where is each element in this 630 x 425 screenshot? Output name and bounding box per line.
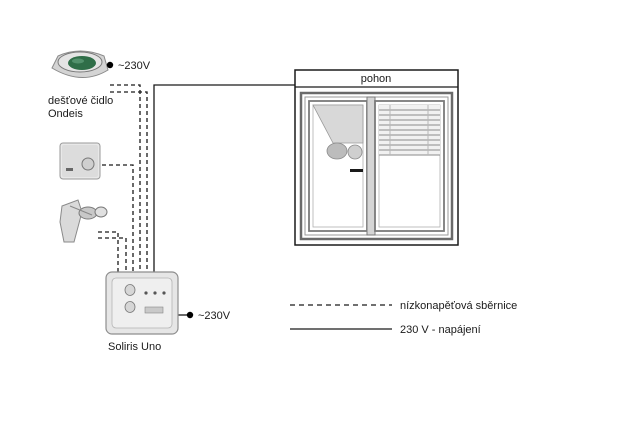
power-line-to-motor xyxy=(153,84,295,272)
bus-line-rain-sensor-2 xyxy=(110,91,148,272)
rain-sensor-name-line1: dešťové čidlo xyxy=(48,95,113,107)
low-voltage-bus-lines xyxy=(98,84,148,272)
rain-sensor-power-label: ~230V xyxy=(118,60,151,72)
thermostat-device xyxy=(59,142,101,180)
controller-power-label: ~230V xyxy=(198,310,231,322)
legend: nízkonapěťová sběrnice 230 V - napájení xyxy=(290,300,517,336)
rain-sensor-device xyxy=(51,50,109,78)
rain-sensor-name-line2: Ondeis xyxy=(48,108,83,120)
bus-line-thermostat xyxy=(102,164,134,272)
bus-line-rain-sensor xyxy=(110,84,141,272)
bus-line-sun-sensor-2 xyxy=(98,237,127,272)
legend-solid-label: 230 V - napájení xyxy=(400,324,481,336)
rain-sensor-power-terminal xyxy=(106,61,114,69)
controller-power-terminal xyxy=(186,311,194,319)
legend-dashed-label: nízkonapěťová sběrnice xyxy=(400,300,517,312)
soliris-uno-controller xyxy=(105,271,179,335)
window-left-sash xyxy=(308,100,368,232)
controller-name: Soliris Uno xyxy=(108,341,161,353)
window-mullion xyxy=(366,96,376,236)
motor-label: pohon xyxy=(361,73,392,85)
window-blind-slats xyxy=(379,105,440,156)
sun-wind-sensor-device xyxy=(59,199,108,243)
